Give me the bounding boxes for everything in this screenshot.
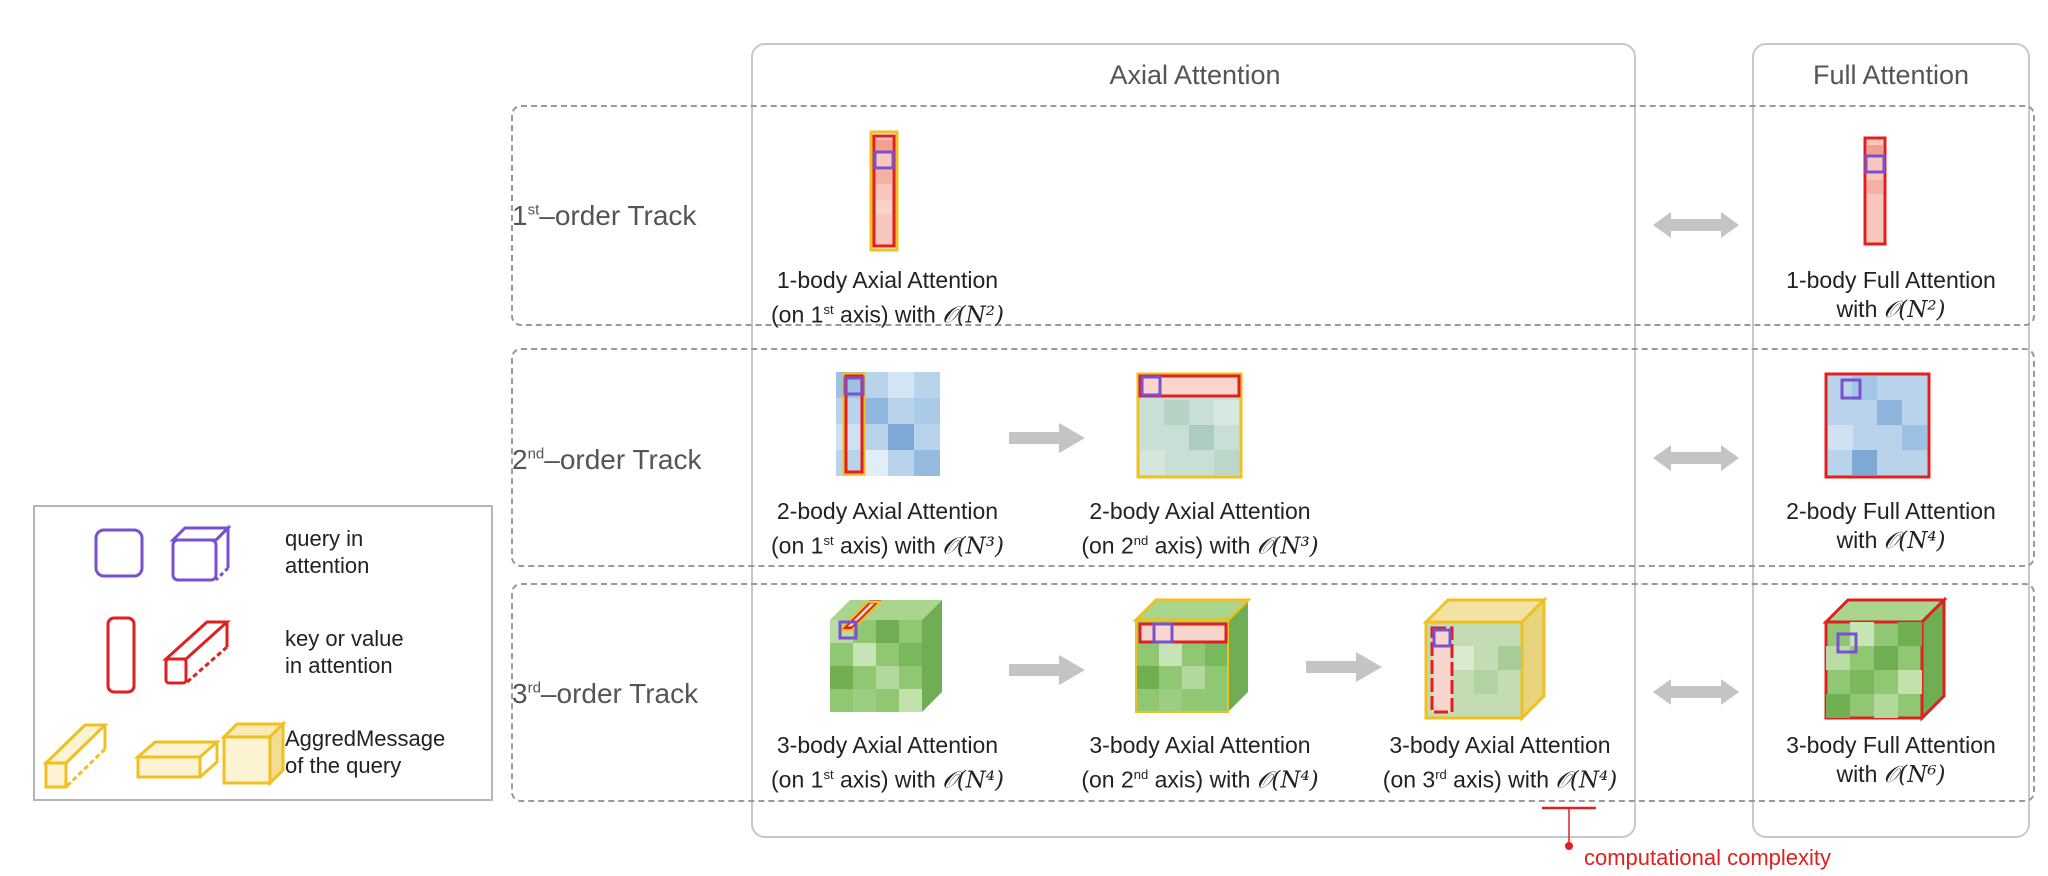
one-body-axial-figure: [869, 130, 899, 252]
caption-t2-axial-1: 2-body Axial Attention (on 1st axis) wit…: [771, 498, 1004, 560]
caption-t3-axial-1: 3-body Axial Attention (on 1st axis) wit…: [771, 732, 1004, 794]
bidirectional-arrow-1: [1653, 212, 1739, 238]
caption-t2-axial-2: 2-body Axial Attention (on 2nd axis) wit…: [1081, 498, 1319, 560]
flow-arrow-3a: [1009, 655, 1085, 685]
three-body-axial-1-figure: [830, 600, 942, 712]
three-body-axial-2-figure: [1132, 598, 1252, 713]
key-prism-icon: [162, 620, 231, 685]
track-row-3: [511, 583, 2035, 802]
track-label-2: 2nd–order Track: [512, 444, 702, 475]
two-body-full-figure: [1824, 372, 1931, 479]
caption-t3-axial-3: 3-body Axial Attention (on 3rd axis) wit…: [1382, 732, 1618, 794]
caption-t1-full: 1-body Full Attention with 𝒪(N²): [1786, 267, 1996, 323]
complexity-annotation: computational complexity: [1584, 845, 1832, 870]
agg-slab-icon: [134, 740, 221, 779]
track-row-2: [511, 348, 2035, 567]
key-rect-icon: [106, 616, 136, 694]
query-cube-icon: [169, 524, 232, 582]
bidirectional-arrow-3: [1653, 679, 1739, 705]
query-square-icon: [94, 528, 144, 578]
caption-t1-axial: 1-body Axial Attention (on 1st axis) wit…: [771, 267, 1004, 329]
bidirectional-arrow-2: [1653, 445, 1739, 471]
track-label-3: 3rd–order Track: [512, 678, 699, 709]
track-label-1: 1st–order Track: [512, 200, 697, 231]
two-body-axial-2-figure: [1136, 372, 1243, 479]
axial-attention-panel: [751, 43, 1636, 838]
caption-t2-full: 2-body Full Attention with 𝒪(N⁴): [1786, 498, 1996, 554]
one-body-full-figure: [1863, 136, 1887, 246]
agg-bar-icon: [42, 723, 109, 789]
full-attention-panel: [1752, 43, 2030, 838]
agg-cube-icon: [220, 720, 287, 787]
flow-arrow-2a: [1009, 423, 1085, 453]
three-body-axial-3-figure: [1422, 596, 1548, 722]
track-row-1: [511, 105, 2035, 326]
full-attention-title: Full Attention: [1812, 60, 1970, 90]
complexity-pointer: [1542, 806, 1596, 850]
two-body-axial-1-figure: [836, 372, 940, 476]
caption-t3-full: 3-body Full Attention with 𝒪(N⁶): [1786, 732, 1996, 788]
axial-attention-title: Axial Attention: [1109, 60, 1281, 90]
caption-t3-axial-2: 3-body Axial Attention (on 2nd axis) wit…: [1081, 732, 1319, 794]
three-body-full-figure: [1822, 596, 1948, 722]
flow-arrow-3b: [1306, 652, 1382, 682]
